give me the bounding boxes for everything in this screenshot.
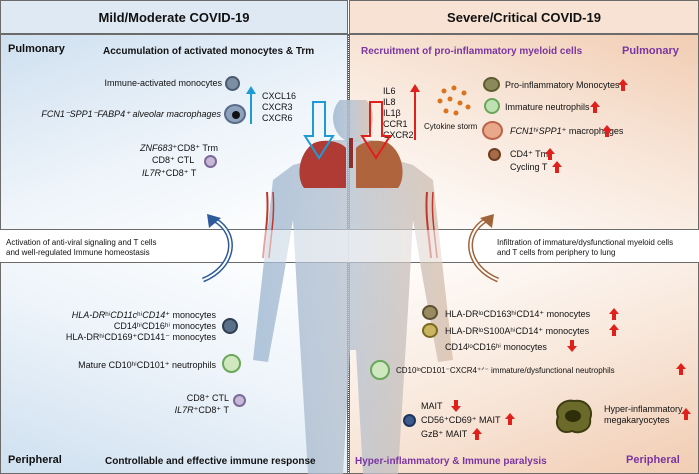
label-mature-neutrophils: Mature CD10ʰⁱCD101⁺ neutrophils <box>78 360 216 370</box>
up-arrow-icon <box>505 413 515 425</box>
up-arrow-icon <box>545 148 555 160</box>
t-cell-severe-icon <box>488 148 501 161</box>
blue-cycle-arrow <box>201 214 233 283</box>
label-cd10-lo-neutrophils: CD10ˡᵒCD101⁻CXCR4⁺ᐟ⁻ immature/dysfunctio… <box>396 366 615 375</box>
label-gzb-mait: GzB⁺ MAIT <box>421 429 468 439</box>
label-megakaryocytes: Hyper-inflammatory megakaryocytes <box>604 404 683 425</box>
region-peripheral-left: Peripheral <box>8 454 62 466</box>
macrophage-icon <box>224 104 246 124</box>
cytokine-il6: IL6 <box>383 86 396 96</box>
blue-down-hollow-arrow <box>303 101 335 160</box>
red-down-hollow-arrow <box>360 101 392 160</box>
label-hla-dr-cd11c-monocytes: HLA-DRʰⁱCD11cʰⁱCD14⁺ monocytes <box>71 310 216 320</box>
monocyte-severe-peripheral-icon <box>422 305 438 320</box>
cytokine-cxcr2: CXCR2 <box>383 130 414 140</box>
down-arrow-icon <box>567 340 577 352</box>
cytokine-il8: IL8 <box>383 97 396 107</box>
label-fcn1-macrophages: FCN1ʰⁱSPP1⁺ macrophages <box>510 126 624 136</box>
label-cycling-t: Cycling T <box>510 162 548 172</box>
title-controllable-response: Controllable and effective immune respon… <box>105 456 316 467</box>
monocyte-icon <box>225 76 240 91</box>
label-hla-dr-lo-cd163: HLA-DRˡᵒCD163ʰⁱCD14⁺ monocytes <box>445 309 591 319</box>
t-cell-icon <box>204 155 217 168</box>
label-cd14-lo-cd16-hi: CD14ˡᵒCD16ʰⁱ monocytes <box>445 342 547 352</box>
up-arrow-icon <box>472 428 482 440</box>
up-arrow-icon <box>618 79 628 91</box>
text-infiltration: Infiltration of immature/dysfunctional m… <box>497 238 674 257</box>
label-immune-activated-monocytes: Immune-activated monocytes <box>104 78 222 88</box>
chemokine-cxcr3: CXCR3 <box>262 102 293 112</box>
neutrophil-peripheral-icon <box>222 354 241 373</box>
label-cd56-cd69-mait: CD56⁺CD69⁺ MAIT <box>421 415 501 425</box>
title-recruitment: Recruitment of pro-inflammatory myeloid … <box>361 46 583 57</box>
label-alveolar-macrophages: FCN1⁻SPP1⁻FABP4⁺ alveolar macrophages <box>41 109 221 119</box>
mait-cell-icon <box>403 414 416 427</box>
label-cd4-tm: CD4⁺ Tm <box>510 149 549 159</box>
chemokine-cxcr6: CXCR6 <box>262 113 293 123</box>
label-hla-dr-cd169-monocytes: HLA-DRʰⁱCD169⁺CD141⁻ monocytes <box>65 332 216 342</box>
region-pulmonary-left: Pulmonary <box>8 43 65 55</box>
cytokine-ccr1: CCR1 <box>383 119 408 129</box>
chemokine-cxcl16: CXCL16 <box>262 91 297 101</box>
down-arrow-icon <box>451 400 461 412</box>
title-hyper-inflammatory: Hyper-inflammatory & Immune paralysis <box>355 456 547 467</box>
label-znf683-trm: ZNF683⁺CD8⁺ Trm <box>140 143 219 153</box>
middle-band <box>0 230 699 262</box>
label-immature-neutrophils: Immature neutrophils <box>505 102 590 112</box>
body-silhouette <box>253 100 453 474</box>
header-mild-moderate: Mild/Moderate COVID-19 <box>0 0 348 34</box>
text-activation-antiviral: Activation of anti-viral signaling and T… <box>6 238 157 257</box>
immature-neutrophil-icon <box>484 98 500 114</box>
region-peripheral-right: Peripheral <box>626 454 680 466</box>
t-cell-peripheral-icon <box>233 394 246 407</box>
header-left-label: Mild/Moderate COVID-19 <box>98 9 250 25</box>
region-pulmonary-right: Pulmonary <box>622 45 679 57</box>
orange-cycle-arrow <box>468 214 500 283</box>
pro-inflammatory-monocyte-icon <box>483 77 500 92</box>
blue-up-arrow <box>246 86 256 124</box>
label-hla-dr-lo-s100a: HLA-DRˡᵒS100AʰⁱCD14⁺ monocytes <box>445 326 590 336</box>
up-arrow-icon <box>681 408 691 420</box>
macrophage-severe-icon <box>482 121 503 140</box>
label-il7r-cd8-peripheral: IL7R⁺CD8⁺ T <box>174 405 229 415</box>
cytokine-storm-dots <box>437 85 471 116</box>
title-accumulation: Accumulation of activated monocytes & Tr… <box>103 46 315 57</box>
up-arrow-icon <box>552 161 562 173</box>
monocyte-peripheral-icon <box>222 318 238 334</box>
up-arrow-icon <box>609 324 619 336</box>
label-pro-inflammatory-monocytes: Pro-inflammatory Monocytes <box>505 80 620 90</box>
label-cytokine-storm: Cytokine storm <box>424 122 478 131</box>
header-right-label: Severe/Critical COVID-19 <box>447 9 601 25</box>
label-mait: MAIT <box>421 401 443 411</box>
red-up-arrow-cytokines <box>410 84 420 140</box>
cytokine-il1b: IL1β <box>383 108 401 118</box>
up-arrow-icon <box>602 125 612 137</box>
label-cd14-cd16-monocytes: CD14ʰⁱCD16ʰⁱ monocytes <box>113 321 216 331</box>
lungs-illustration <box>299 138 403 188</box>
monocyte-s100a-icon <box>422 323 438 338</box>
immature-neutrophil-peripheral-icon <box>370 360 390 380</box>
up-arrow-icon <box>609 308 619 320</box>
up-arrow-icon <box>590 101 600 113</box>
megakaryocyte-icon <box>556 399 592 434</box>
up-arrow-icon <box>676 363 686 375</box>
label-cd8-ctl-peripheral: CD8⁺ CTL <box>186 393 229 403</box>
label-il7r-cd8: IL7R⁺CD8⁺ T <box>142 168 197 178</box>
header-severe-critical: Severe/Critical COVID-19 <box>349 0 699 34</box>
label-cd8-ctl: CD8⁺ CTL <box>152 155 195 165</box>
